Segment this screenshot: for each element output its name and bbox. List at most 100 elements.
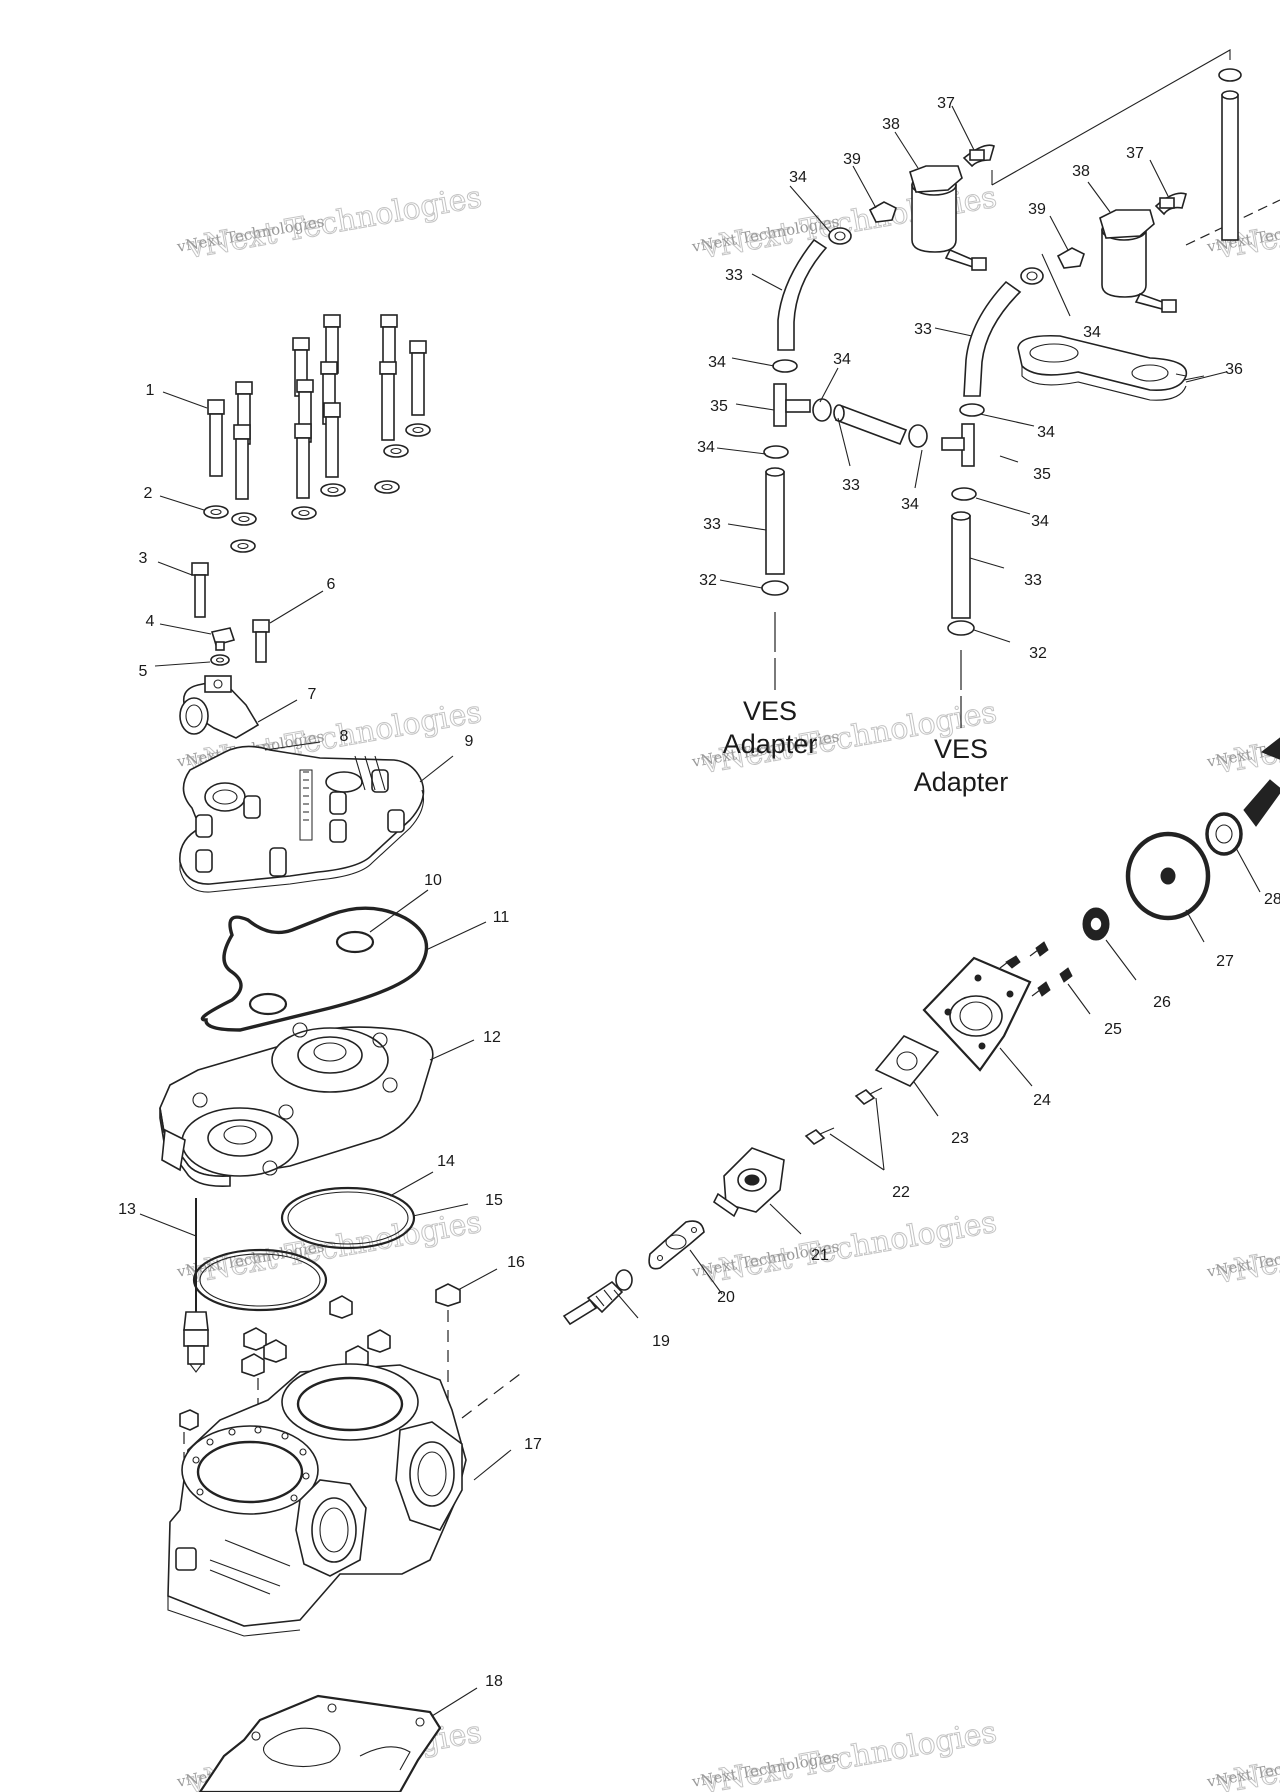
callout-33-mid: 33 bbox=[914, 321, 932, 338]
watermark: vNext Technologies vNext Technologies bbox=[690, 1204, 1000, 1291]
callout-5: 5 bbox=[139, 663, 148, 680]
bracket-36 bbox=[1017, 334, 1188, 401]
callout-34-e: 34 bbox=[697, 439, 715, 456]
valve-19 bbox=[562, 1269, 633, 1326]
cylinder-block-17 bbox=[167, 1363, 467, 1637]
watermark: vNext Technologies vNext Technologies bbox=[1205, 179, 1280, 266]
water-outlet-elbow-7 bbox=[179, 675, 260, 739]
watermark: vNext Technologies vNext Technologies bbox=[175, 179, 485, 266]
callout-32-left: 32 bbox=[699, 572, 717, 589]
washer-26 bbox=[1082, 907, 1110, 941]
callout-34-d: 34 bbox=[833, 351, 851, 368]
callout-33-top: 33 bbox=[725, 267, 743, 284]
bolt bbox=[207, 399, 225, 477]
fitting-nut-4 bbox=[210, 627, 236, 651]
svg-text:Adapter: Adapter bbox=[914, 767, 1009, 797]
solenoid-38-right bbox=[1099, 209, 1177, 313]
callout-17: 17 bbox=[524, 1436, 542, 1453]
ves-hose-assembly bbox=[761, 49, 1280, 728]
callout-9: 9 bbox=[465, 733, 474, 750]
callout-15: 15 bbox=[485, 1192, 503, 1209]
callout-26: 26 bbox=[1153, 994, 1171, 1011]
callout-38-left: 38 bbox=[882, 116, 900, 133]
callout-10: 10 bbox=[424, 872, 442, 889]
callout-18: 18 bbox=[485, 1673, 503, 1690]
callout-24: 24 bbox=[1033, 1092, 1051, 1109]
callout-16: 16 bbox=[507, 1254, 525, 1271]
bolt bbox=[409, 340, 427, 416]
bolt bbox=[323, 402, 341, 478]
callout-35-left: 35 bbox=[710, 398, 728, 415]
watermark: vNext Technologies vNext Technologies bbox=[1205, 694, 1280, 781]
callout-34-c: 34 bbox=[708, 354, 726, 371]
bolt bbox=[294, 423, 312, 499]
watermark: vNext Technologies vNext Technologies bbox=[1205, 1204, 1280, 1291]
base-gasket-18 bbox=[198, 1694, 442, 1792]
callout-2: 2 bbox=[144, 485, 153, 502]
svg-text:Adapter: Adapter bbox=[723, 729, 818, 759]
callout-36: 36 bbox=[1225, 361, 1243, 378]
callout-39-left: 39 bbox=[843, 151, 861, 168]
callout-34-f: 34 bbox=[901, 496, 919, 513]
watermark: vNext Technologies vNext Technologies bbox=[1205, 1714, 1280, 1792]
callout-39-right: 39 bbox=[1028, 201, 1046, 218]
callout-34-b: 34 bbox=[1083, 324, 1101, 341]
tee-fitting-35-right bbox=[941, 423, 975, 467]
valve-housing-21 bbox=[712, 1147, 785, 1218]
callout-19: 19 bbox=[652, 1333, 670, 1350]
svg-text:vNext Technologies: vNext Technologies bbox=[699, 1205, 1000, 1291]
washer-5 bbox=[210, 654, 230, 666]
callout-34-a: 34 bbox=[789, 169, 807, 186]
callout-38-right: 38 bbox=[1072, 163, 1090, 180]
svg-text:VES: VES bbox=[743, 696, 797, 726]
temp-sensor-13 bbox=[183, 1198, 209, 1373]
nipple-39-left bbox=[868, 201, 897, 223]
ves-adapter-label-right: VES Adapter bbox=[914, 734, 1009, 797]
svg-text:vNext Technologies: vNext Technologies bbox=[184, 180, 485, 266]
cup-28 bbox=[1205, 737, 1280, 856]
hoses-33 bbox=[765, 238, 1022, 619]
elbow-fitting-37-right bbox=[1154, 192, 1187, 216]
ves-adapter-label-left: VES Adapter bbox=[723, 696, 818, 759]
callout-13: 13 bbox=[118, 1201, 136, 1218]
callout-32-right: 32 bbox=[1029, 645, 1047, 662]
callout-28: 28 bbox=[1264, 891, 1280, 908]
hose-clamps-34 bbox=[763, 227, 1044, 501]
callout-numbers: 1 2 3 4 5 6 7 8 9 10 11 12 13 14 15 16 1… bbox=[118, 95, 1280, 1690]
callout-4: 4 bbox=[146, 613, 155, 630]
watermark: vNext Technologies vNext Technologies bbox=[690, 1714, 1000, 1792]
cylinder-head-12 bbox=[159, 1022, 434, 1188]
callout-22: 22 bbox=[892, 1184, 910, 1201]
head-gasket-11 bbox=[200, 906, 429, 1032]
callout-1: 1 bbox=[146, 382, 155, 399]
bolt bbox=[379, 361, 397, 441]
callout-12: 12 bbox=[483, 1029, 501, 1046]
callout-34-g: 34 bbox=[1037, 424, 1055, 441]
callout-3: 3 bbox=[139, 550, 148, 567]
callout-37-right: 37 bbox=[1126, 145, 1144, 162]
callout-33-left: 33 bbox=[703, 516, 721, 533]
callout-14: 14 bbox=[437, 1153, 455, 1170]
callout-25: 25 bbox=[1104, 1021, 1122, 1038]
solenoid-38-left bbox=[909, 165, 987, 271]
callout-7: 7 bbox=[308, 686, 317, 703]
leader-lines bbox=[139, 105, 1261, 1717]
head-bolts bbox=[207, 314, 427, 500]
callout-6: 6 bbox=[327, 576, 336, 593]
hose-clamp-32-right bbox=[947, 620, 975, 636]
callout-35-right: 35 bbox=[1033, 466, 1051, 483]
hose-clamp-32-left bbox=[761, 580, 789, 596]
callout-8: 8 bbox=[340, 728, 349, 745]
callout-37-left: 37 bbox=[937, 95, 955, 112]
fitting-bolt-6 bbox=[252, 619, 270, 663]
fitting-bolt-3 bbox=[191, 562, 209, 618]
callout-23: 23 bbox=[951, 1130, 969, 1147]
gasket-23 bbox=[874, 1035, 940, 1087]
head-cover-9 bbox=[179, 745, 425, 893]
callout-11: 11 bbox=[493, 909, 510, 926]
callout-27: 27 bbox=[1216, 953, 1234, 970]
elbow-fitting-37-left bbox=[962, 144, 995, 168]
exhaust-valve-assembly bbox=[562, 737, 1280, 1326]
